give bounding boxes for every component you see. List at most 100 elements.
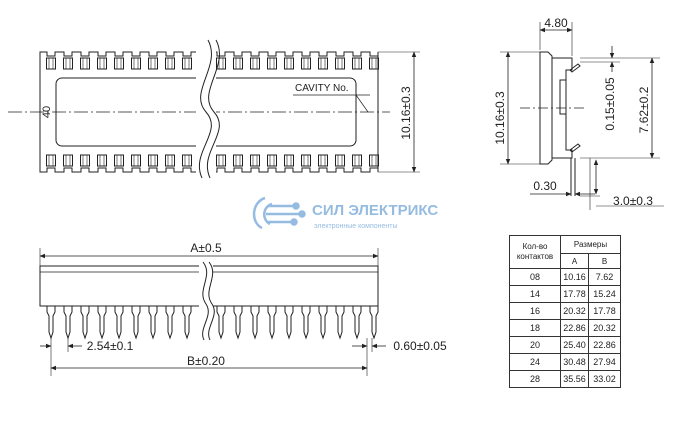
contact-pad bbox=[46, 57, 56, 70]
size-a: 25.40 bbox=[560, 336, 589, 354]
side-pin bbox=[46, 306, 56, 340]
cavity-label: CAVITY No. bbox=[295, 83, 349, 94]
size-a: 20.32 bbox=[560, 302, 589, 320]
contact-pad bbox=[97, 57, 107, 70]
size-a: 30.48 bbox=[560, 353, 589, 371]
size-b: 17.78 bbox=[588, 302, 621, 320]
contact-count: 14 bbox=[509, 285, 561, 303]
watermark: СИЛ ЭЛЕКТРИКС электронные компоненты bbox=[252, 196, 438, 230]
watermark-brand: СИЛ ЭЛЕКТРИКС bbox=[312, 202, 438, 219]
side-pin bbox=[369, 306, 379, 340]
contact-pad bbox=[284, 154, 294, 167]
contact-pad bbox=[80, 57, 90, 70]
top-pin-row-lower bbox=[46, 154, 379, 167]
column-a-header: A bbox=[560, 253, 589, 269]
table-row: 24 30.48 27.94 bbox=[509, 353, 621, 371]
size-b: 22.86 bbox=[588, 336, 621, 354]
end-height-dimension: 10.16±0.3 bbox=[493, 91, 507, 145]
side-pin bbox=[284, 306, 294, 340]
sizes-header: Размеры bbox=[560, 235, 621, 254]
break-line bbox=[202, 261, 209, 341]
table-row: 20 25.40 22.86 bbox=[509, 336, 621, 354]
break-line bbox=[208, 261, 215, 341]
size-a: 17.78 bbox=[560, 285, 589, 303]
contact-pad bbox=[46, 154, 56, 167]
side-pin bbox=[250, 306, 260, 340]
b-dimension-label: B±0.20 bbox=[187, 354, 225, 368]
size-a: 10.16 bbox=[560, 268, 589, 286]
table-row: 08 10.16 7.62 bbox=[509, 268, 621, 286]
contact-pad bbox=[233, 57, 243, 70]
contact-pad bbox=[267, 154, 277, 167]
pin-width-dimension-label: 0.60±0.05 bbox=[393, 339, 447, 353]
contact-pad bbox=[233, 154, 243, 167]
contact-pad bbox=[335, 154, 345, 167]
contact-pad bbox=[369, 57, 379, 70]
break-line bbox=[207, 39, 220, 179]
contacts-header: Кол-во контактов bbox=[509, 235, 561, 269]
side-pin bbox=[148, 306, 158, 340]
pitch-dimension-label: 2.54±0.1 bbox=[87, 339, 134, 353]
contact-count: 08 bbox=[509, 268, 561, 286]
side-pin bbox=[233, 306, 243, 340]
contact-pad bbox=[250, 154, 260, 167]
contact-pad bbox=[182, 154, 192, 167]
end-lead-length-dimension: 3.0±0.3 bbox=[613, 194, 653, 208]
break-line bbox=[199, 39, 212, 179]
contact-count: 16 bbox=[509, 302, 561, 320]
size-b: 15.24 bbox=[588, 285, 621, 303]
side-pin-row bbox=[46, 306, 379, 340]
contact-pad bbox=[301, 57, 311, 70]
pin-number-label: 40 bbox=[41, 106, 53, 118]
cavity-leader bbox=[355, 94, 369, 113]
side-pin bbox=[97, 306, 107, 340]
contact-pad bbox=[250, 57, 260, 70]
contact-pad bbox=[284, 57, 294, 70]
contact-count: 24 bbox=[509, 353, 561, 371]
contact-pad bbox=[216, 57, 226, 70]
side-pin bbox=[182, 306, 192, 340]
a-dimension-label: A±0.5 bbox=[190, 241, 222, 255]
end-view bbox=[500, 22, 664, 210]
end-width-dimension: 4.80 bbox=[544, 16, 568, 30]
end-view-lead bbox=[569, 63, 581, 73]
contact-pad bbox=[97, 154, 107, 167]
side-pin bbox=[165, 306, 175, 340]
contact-pad bbox=[318, 154, 328, 167]
side-pin bbox=[114, 306, 124, 340]
contact-pad bbox=[267, 57, 277, 70]
table-row: 28 35.56 33.02 bbox=[509, 370, 621, 388]
contact-pad bbox=[63, 57, 73, 70]
side-pin bbox=[131, 306, 141, 340]
contact-pad bbox=[318, 57, 328, 70]
contact-pad bbox=[114, 154, 124, 167]
size-b: 20.32 bbox=[588, 319, 621, 337]
table-row: 14 17.78 15.24 bbox=[509, 285, 621, 303]
end-row-spacing-dimension: 7.62±0.2 bbox=[637, 86, 651, 133]
contact-pad bbox=[369, 154, 379, 167]
contact-pad bbox=[148, 57, 158, 70]
side-pin bbox=[267, 306, 277, 340]
side-pin bbox=[335, 306, 345, 340]
side-pin bbox=[318, 306, 328, 340]
top-pin-row-upper bbox=[46, 57, 379, 70]
break-gap bbox=[196, 38, 216, 182]
column-b-header: B bbox=[588, 253, 621, 269]
size-b: 7.62 bbox=[588, 268, 621, 286]
side-pin bbox=[63, 306, 73, 340]
top-height-dimension: 10.16±0.3 bbox=[399, 86, 413, 140]
contact-pad bbox=[182, 57, 192, 70]
contact-pad bbox=[148, 154, 158, 167]
contact-count: 18 bbox=[509, 319, 561, 337]
contact-count: 28 bbox=[509, 370, 561, 388]
side-pin bbox=[352, 306, 362, 340]
contact-pad bbox=[131, 57, 141, 70]
contact-pad bbox=[301, 154, 311, 167]
end-lead-thickness-dimension: 0.30 bbox=[533, 179, 557, 193]
contact-pad bbox=[131, 154, 141, 167]
watermark-tagline: электронные компоненты bbox=[314, 223, 398, 230]
contact-pad bbox=[335, 57, 345, 70]
size-a: 22.86 bbox=[560, 319, 589, 337]
top-view bbox=[8, 51, 420, 173]
